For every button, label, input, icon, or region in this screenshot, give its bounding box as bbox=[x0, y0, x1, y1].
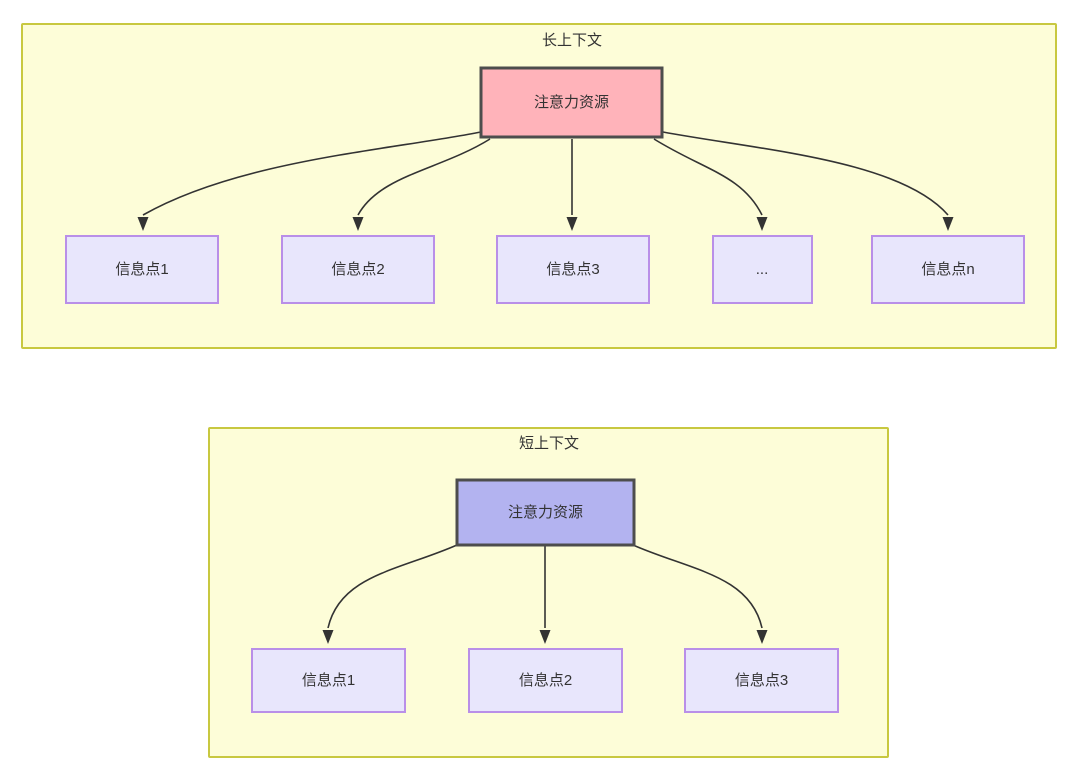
node-leaf-long-3[interactable]: 信息点3 bbox=[496, 235, 650, 304]
node-leaf-short-3[interactable]: 信息点3 bbox=[684, 648, 839, 713]
node-leaf-short-2-box[interactable] bbox=[468, 648, 623, 713]
node-leaf-short-2[interactable]: 信息点2 bbox=[468, 648, 623, 713]
node-leaf-long-3-box[interactable] bbox=[496, 235, 650, 304]
node-leaf-short-2-label: 信息点2 bbox=[519, 672, 572, 689]
panel-title-long-context: 长上下文 bbox=[542, 32, 602, 49]
node-leaf-long-5-label: 信息点n bbox=[921, 261, 974, 278]
node-leaf-short-3-box[interactable] bbox=[684, 648, 839, 713]
arrow-head-short-leaf-2 bbox=[539, 630, 551, 644]
panel-long-context: 长上下文 注意力资源 信息 bbox=[21, 23, 1057, 349]
node-root-long-context-label: 注意力资源 bbox=[534, 93, 609, 111]
node-leaf-long-3-label: 信息点3 bbox=[546, 261, 599, 278]
node-leaf-long-4-ellipsis[interactable]: ... bbox=[712, 235, 813, 304]
arrow-head-short-leaf-1 bbox=[322, 630, 334, 644]
node-leaf-long-2[interactable]: 信息点2 bbox=[281, 235, 435, 304]
node-leaf-long-4-label: ... bbox=[756, 261, 769, 278]
node-leaf-long-1-box[interactable] bbox=[65, 235, 219, 304]
node-leaf-long-2-box[interactable] bbox=[281, 235, 435, 304]
node-root-long-context-box[interactable] bbox=[479, 66, 664, 139]
edge-root-to-leaf-4 bbox=[653, 138, 763, 216]
node-leaf-long-5-box[interactable] bbox=[871, 235, 1025, 304]
node-leaf-short-1[interactable]: 信息点1 bbox=[251, 648, 406, 713]
node-leaf-long-2-label: 信息点2 bbox=[331, 261, 384, 278]
edge-short-root-to-leaf-1 bbox=[327, 544, 458, 629]
panel-title-short-context: 短上下文 bbox=[519, 435, 579, 452]
node-leaf-long-4-box[interactable] bbox=[712, 235, 813, 304]
node-leaf-short-1-label: 信息点1 bbox=[302, 672, 355, 689]
node-root-short-context[interactable]: 注意力资源 bbox=[455, 478, 636, 547]
arrow-head-leaf-1 bbox=[137, 217, 149, 231]
node-leaf-long-1[interactable]: 信息点1 bbox=[65, 235, 219, 304]
edge-root-to-leaf-1 bbox=[142, 131, 482, 216]
arrow-head-leaf-2 bbox=[352, 217, 364, 231]
edge-group-long-context bbox=[137, 131, 954, 231]
node-root-short-context-box[interactable] bbox=[455, 478, 636, 547]
node-root-long-context[interactable]: 注意力资源 bbox=[479, 66, 664, 139]
node-leaf-long-5[interactable]: 信息点n bbox=[871, 235, 1025, 304]
edge-root-to-leaf-5 bbox=[662, 131, 949, 216]
node-leaf-long-1-label: 信息点1 bbox=[115, 261, 168, 278]
edge-root-to-leaf-2 bbox=[357, 138, 491, 216]
arrow-head-leaf-4 bbox=[756, 217, 768, 231]
edge-group-short-context bbox=[322, 544, 768, 644]
arrow-head-leaf-3 bbox=[566, 217, 578, 231]
node-leaf-short-3-label: 信息点3 bbox=[735, 672, 788, 689]
arrow-head-short-leaf-3 bbox=[756, 630, 768, 644]
node-root-short-context-label: 注意力资源 bbox=[508, 503, 583, 521]
node-leaf-short-1-box[interactable] bbox=[251, 648, 406, 713]
edge-short-root-to-leaf-3 bbox=[632, 544, 763, 629]
panel-short-context: 短上下文 注意力资源 信息点1 信息点 bbox=[208, 427, 889, 758]
arrow-head-leaf-5 bbox=[942, 217, 954, 231]
